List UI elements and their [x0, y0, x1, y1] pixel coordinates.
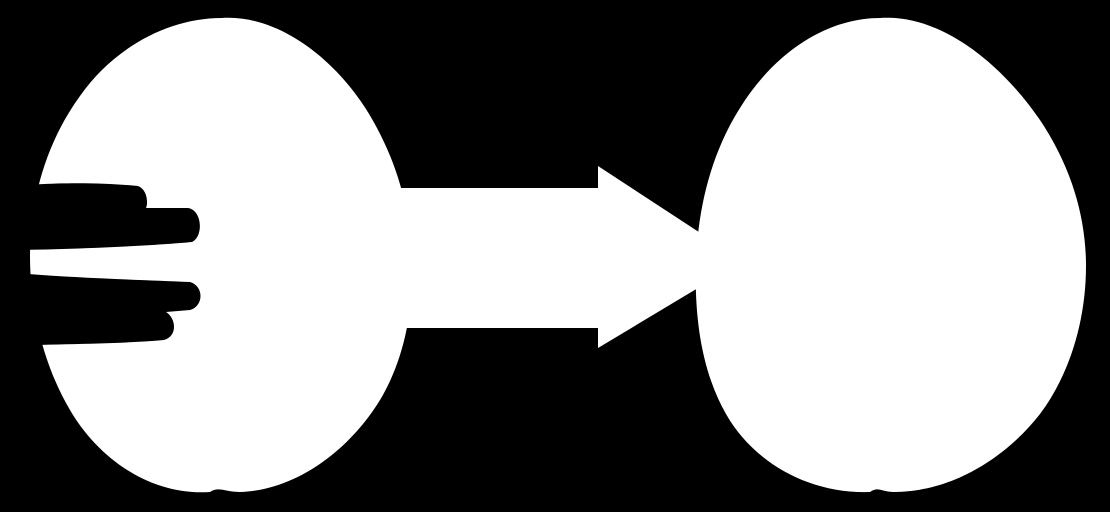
- arrow-right-icon: [385, 166, 708, 348]
- right-blob: [695, 17, 1086, 493]
- hand-mask-overlay: [0, 183, 201, 346]
- left-blob: [30, 17, 413, 493]
